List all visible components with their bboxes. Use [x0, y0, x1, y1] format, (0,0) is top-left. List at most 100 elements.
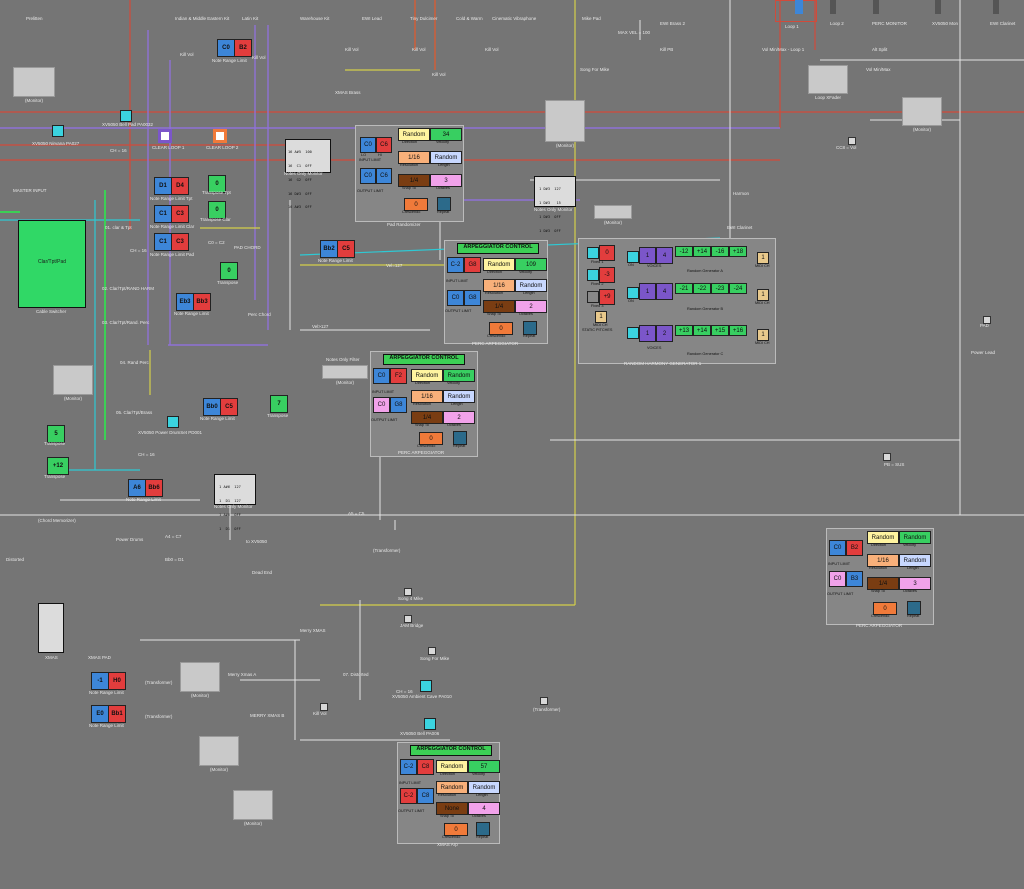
arp3-direction[interactable]: Random: [867, 531, 899, 544]
arp2-resolution[interactable]: 1/16: [411, 390, 443, 403]
clar-lo-tile[interactable]: C1: [154, 205, 172, 223]
gen-c-val1[interactable]: +13: [675, 325, 693, 336]
gen-a-midi-ch[interactable]: 1: [757, 252, 769, 264]
node-icon[interactable]: [320, 703, 328, 711]
transpose-clar-tile[interactable]: 0: [208, 201, 226, 219]
note-range-lo-tile[interactable]: C0: [217, 39, 235, 57]
xv-pad-button[interactable]: [120, 110, 132, 122]
gen-a-voice2[interactable]: 4: [656, 247, 673, 264]
arp4-hi[interactable]: C8: [417, 759, 434, 775]
gen-a-val1[interactable]: -12: [675, 246, 693, 257]
fixed2-value[interactable]: -3: [599, 267, 615, 283]
gen-b-val2[interactable]: -22: [693, 283, 711, 294]
clar-fader-icon[interactable]: [993, 0, 999, 14]
node-icon[interactable]: [428, 647, 436, 655]
arp1-out-lo[interactable]: C0: [447, 290, 464, 306]
arp4-resolution[interactable]: Random: [436, 781, 468, 794]
arp3-length[interactable]: Random: [899, 554, 931, 567]
xmas-lo-tile[interactable]: -1: [91, 672, 109, 690]
gen-a-val2[interactable]: +14: [693, 246, 711, 257]
arp2-velocity[interactable]: Random: [443, 369, 475, 382]
arp3-velocity[interactable]: Random: [899, 531, 931, 544]
fixed3-value[interactable]: +9: [599, 289, 615, 305]
arp3-hi[interactable]: B2: [846, 540, 863, 556]
gen-b-midi-ch[interactable]: 1: [757, 289, 769, 301]
node-icon[interactable]: [540, 697, 548, 705]
gen-c-val2[interactable]: +14: [693, 325, 711, 336]
arp2-crescendo[interactable]: 0: [419, 432, 443, 445]
arp3-out-lo[interactable]: C0: [829, 571, 846, 587]
arp2-snap[interactable]: 1/4: [411, 411, 443, 424]
transpose-tpt-tile[interactable]: 0: [208, 175, 226, 193]
perc-hi-tile[interactable]: Bb3: [193, 293, 211, 311]
gen-a-on[interactable]: [627, 251, 639, 263]
arp4-velocity[interactable]: 57: [468, 760, 500, 773]
repeat-button[interactable]: [523, 321, 537, 335]
pad-rand-length[interactable]: Random: [430, 151, 462, 164]
node-icon[interactable]: [404, 615, 412, 623]
arp4-crescendo[interactable]: 0: [444, 823, 468, 836]
pad-hi-tile[interactable]: C3: [171, 233, 189, 251]
arp4-lo[interactable]: C-2: [400, 759, 417, 775]
node-icon[interactable]: [883, 453, 891, 461]
fixed1-value[interactable]: 0: [599, 245, 615, 261]
gen-a-voice1[interactable]: 1: [639, 247, 656, 264]
bb6-hi-tile[interactable]: Bb6: [145, 479, 163, 497]
repeat-button[interactable]: [453, 431, 467, 445]
pad-rand-out-lo[interactable]: C0: [360, 168, 376, 184]
xv-drum-button[interactable]: [167, 416, 179, 428]
gen-b-voice1[interactable]: 1: [639, 283, 656, 300]
fixed3-toggle[interactable]: [587, 291, 599, 303]
cable-switcher[interactable]: Clar/Tpt/Pad: [18, 220, 86, 308]
gen-b-val4[interactable]: -24: [729, 283, 747, 294]
arp2-length[interactable]: Random: [443, 390, 475, 403]
arp1-length[interactable]: Random: [515, 279, 547, 292]
arp3-octaves[interactable]: 3: [899, 577, 931, 590]
arp3-snap[interactable]: 1/4: [867, 577, 899, 590]
brass-lo-tile[interactable]: Bb0: [203, 398, 221, 416]
repeat-button[interactable]: [907, 601, 921, 615]
xv-fader-icon[interactable]: [935, 0, 941, 14]
gen-a-val4[interactable]: +18: [729, 246, 747, 257]
transpose-left-tile[interactable]: 5: [47, 425, 65, 443]
rand-lo-tile[interactable]: Bb2: [320, 240, 338, 258]
arp1-resolution[interactable]: 1/16: [483, 279, 515, 292]
arp4-direction[interactable]: Random: [436, 760, 468, 773]
arp4-snap[interactable]: None: [436, 802, 468, 815]
gen-c-midi-ch[interactable]: 1: [757, 329, 769, 341]
pad-lo-tile[interactable]: C1: [154, 233, 172, 251]
pad-rand-snap[interactable]: 1/4: [398, 174, 430, 187]
transpose-brass-tile[interactable]: 7: [270, 395, 288, 413]
arp2-direction[interactable]: Random: [411, 369, 443, 382]
rand-hi-tile[interactable]: C5: [337, 240, 355, 258]
loop1-fader-icon[interactable]: [795, 0, 803, 14]
arp3-out-hi[interactable]: B3: [846, 571, 863, 587]
gen-c-voice1[interactable]: 1: [639, 325, 656, 342]
xmas-hi-tile[interactable]: H0: [108, 672, 126, 690]
repeat-button[interactable]: [476, 822, 490, 836]
pad-rand-out-hi[interactable]: C6: [376, 168, 392, 184]
arp1-hi[interactable]: G8: [464, 257, 481, 273]
fixed1-toggle[interactable]: [587, 247, 599, 259]
gen-c-val3[interactable]: +15: [711, 325, 729, 336]
arp4-out-lo[interactable]: C-2: [400, 788, 417, 804]
arp4-octaves[interactable]: 4: [468, 802, 500, 815]
xv-cave-button[interactable]: [420, 680, 432, 692]
pad-rand-lo[interactable]: C0: [360, 137, 376, 153]
arp1-velocity[interactable]: 109: [515, 258, 547, 271]
arp2-out-hi[interactable]: G8: [390, 397, 407, 413]
gen-a-val3[interactable]: -16: [711, 246, 729, 257]
gen-c-voice2[interactable]: 2: [656, 325, 673, 342]
node-icon[interactable]: [848, 137, 856, 145]
pad-rand-resolution[interactable]: 1/16: [398, 151, 430, 164]
xmas2-hi-tile[interactable]: Bb1: [108, 705, 126, 723]
xmas2-lo-tile[interactable]: E0: [91, 705, 109, 723]
arp4-out-hi[interactable]: C8: [417, 788, 434, 804]
transpose-tile[interactable]: 0: [220, 262, 238, 280]
brass-hi-tile[interactable]: C5: [220, 398, 238, 416]
arp1-crescendo[interactable]: 0: [489, 322, 513, 335]
gen-c-val4[interactable]: +16: [729, 325, 747, 336]
arp1-direction[interactable]: Random: [483, 258, 515, 271]
loop-xfader-box[interactable]: [808, 65, 848, 94]
note-range-hi-tile[interactable]: B2: [234, 39, 252, 57]
